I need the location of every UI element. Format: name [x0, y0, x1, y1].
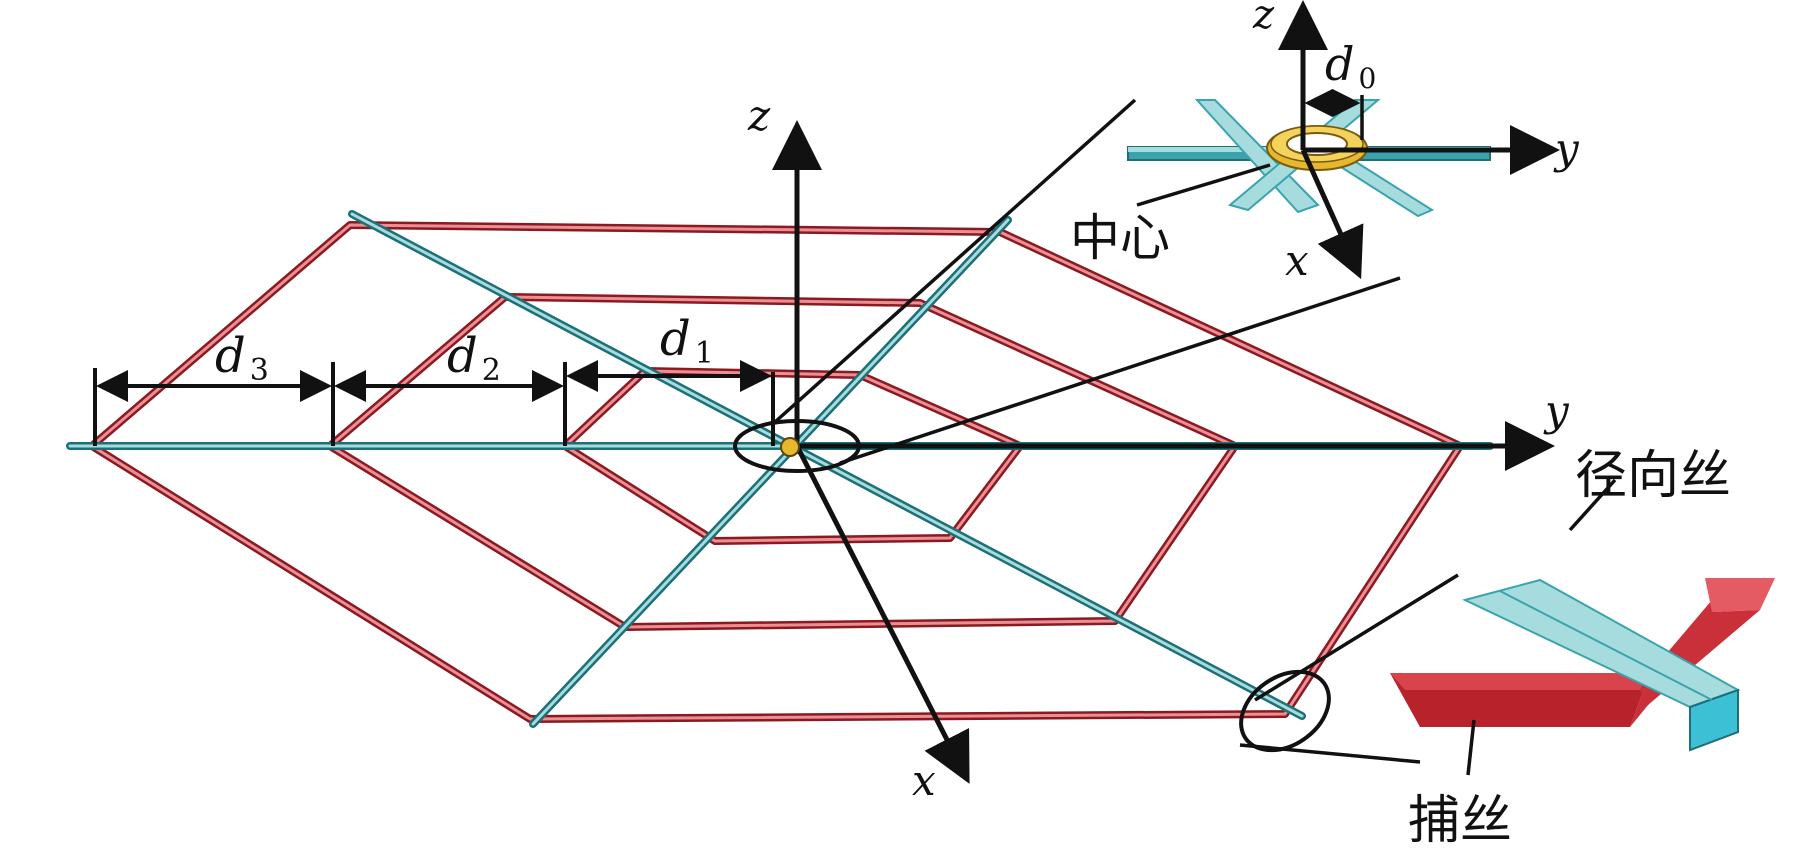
- center-hub: [780, 437, 800, 457]
- capture-thread-label: 捕丝: [1408, 791, 1512, 849]
- capture-thread-label-leader: [1466, 719, 1476, 776]
- inset-x-axis: [1300, 148, 1364, 280]
- main-x-axis-label: x: [912, 756, 936, 805]
- main-axes: [772, 120, 1555, 784]
- junction-inset: 径向丝 捕丝: [1239, 446, 1775, 849]
- radial-thread-label: 径向丝: [1575, 446, 1731, 506]
- radial-thread-diagonal-a: [348, 210, 1306, 720]
- junction-label-leader: [1239, 743, 1421, 764]
- junction-callout-line: [1254, 573, 1459, 702]
- radial-thread-label-leader: [1568, 478, 1617, 532]
- capture-threads: [88, 221, 1464, 723]
- center-callout-ellipse: [733, 419, 861, 473]
- inset-z-axis-label: z: [1252, 0, 1275, 38]
- dim-d0: [1304, 89, 1364, 140]
- radial-thread-diagonal-b: [529, 216, 1012, 728]
- main-y-axis-label: y: [1543, 386, 1570, 435]
- junction-callout-ellipse: [1239, 669, 1331, 753]
- center-callout-lines: [773, 98, 1401, 465]
- inset-y-axis-label: y: [1553, 124, 1580, 173]
- inset-radial-thread-block: [1462, 578, 1741, 752]
- inset-x-axis-label: x: [1285, 236, 1309, 285]
- center-label: 中心: [1070, 209, 1170, 267]
- dimension-lines: [93, 360, 775, 446]
- main-z-axis-label: z: [747, 91, 771, 140]
- center-label-leader: [1136, 163, 1271, 207]
- main-x-axis: [794, 444, 970, 784]
